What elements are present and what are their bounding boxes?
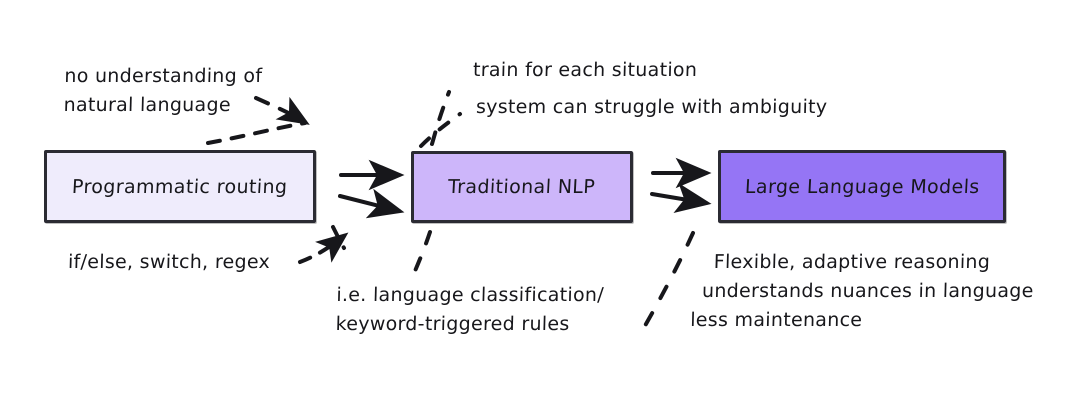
annotation-bottom-center: i.e. language classification/ keyword-tr… xyxy=(335,281,604,339)
annotation-bottom-right: Flexible, adaptive reasoning understands… xyxy=(690,248,1035,335)
annotation-top-center-line1: train for each situation xyxy=(472,59,698,81)
annotation-bottom-center-line1: i.e. language classification/ xyxy=(336,284,605,306)
stage-label-programmatic-routing: Programmatic routing xyxy=(71,175,289,198)
nlp-to-train-note xyxy=(430,90,451,146)
stage-box-traditional-nlp[interactable]: Traditional NLP xyxy=(411,151,633,223)
stage-box-large-language-models[interactable]: Large Language Models xyxy=(718,150,1006,223)
annotation-bottom-left: if/else, switch, regex xyxy=(67,251,271,273)
annotation-top-left-line1: no understanding of xyxy=(64,65,263,87)
annotation-bottom-center-line2: keyword-triggered rules xyxy=(335,313,570,335)
annotation-bottom-right-line2: understands nuances in language xyxy=(701,280,1034,302)
annotation-top-center-line2: system can struggle with ambiguity xyxy=(475,96,828,118)
annotation-top-left: no understanding of natural language xyxy=(63,62,262,120)
llm-to-bottom-right-note xyxy=(636,231,695,340)
routing-to-nlp-arrow-lower xyxy=(338,188,405,219)
routing-to-bottom-left-note xyxy=(298,225,349,264)
annotation-bottom-right-line3: less maintenance xyxy=(689,309,863,331)
nlp-to-llm-arrow-lower xyxy=(650,183,712,213)
nlp-to-ambiguity-note xyxy=(419,112,462,148)
nlp-to-bottom-center-note xyxy=(410,230,432,280)
stage-label-traditional-nlp: Traditional NLP xyxy=(447,176,597,198)
stage-label-large-language-models: Large Language Models xyxy=(744,175,980,198)
annotation-top-left-line2: natural language xyxy=(63,94,232,116)
stage-box-programmatic-routing[interactable]: Programmatic routing xyxy=(44,150,316,223)
annotation-bottom-right-line1: Flexible, adaptive reasoning xyxy=(713,251,991,273)
